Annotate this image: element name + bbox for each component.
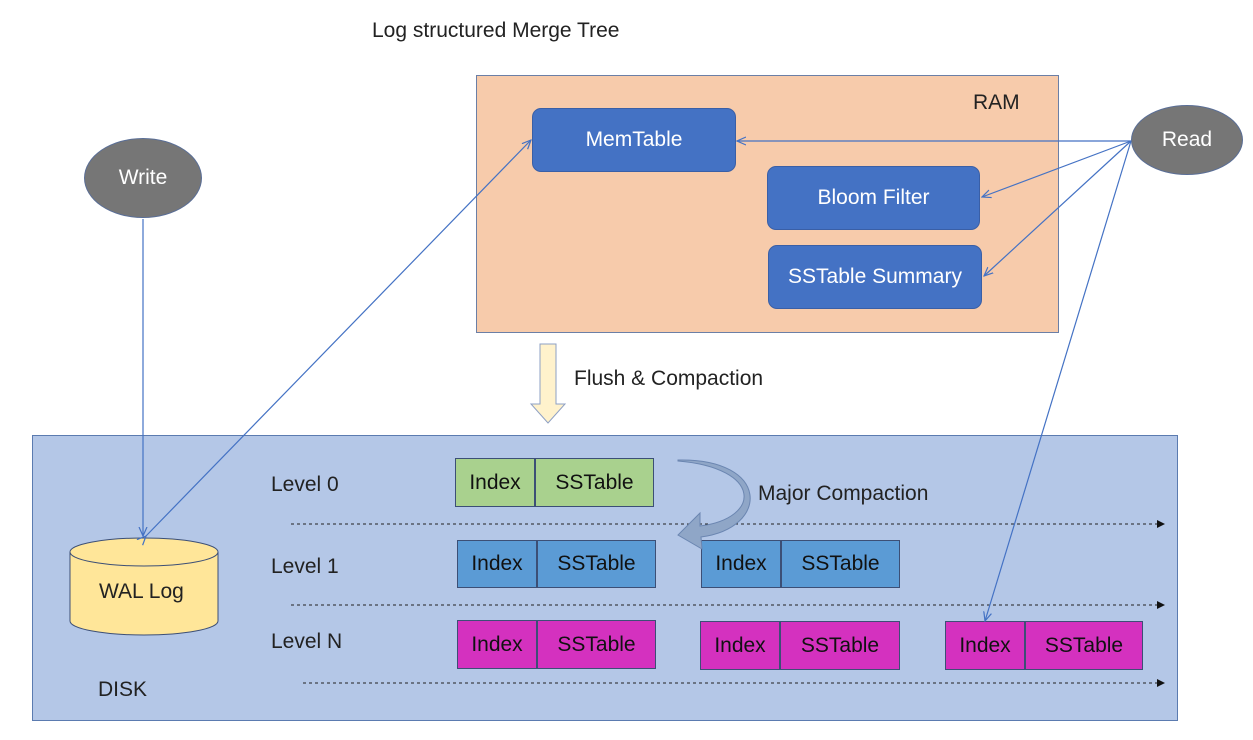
level-n-index-cell: Index	[700, 621, 780, 670]
read-to-summary-arrow	[984, 140, 1132, 276]
level-n-index-cell: Index	[457, 620, 537, 669]
level-0-sstable-cell: SSTable	[535, 458, 654, 507]
level-n-label: Level N	[271, 630, 343, 653]
flush-compaction-label: Flush & Compaction	[574, 367, 764, 390]
major-compaction-arrow	[677, 459, 751, 550]
read-node: Read	[1131, 105, 1243, 175]
wal-log-label: WAL Log	[99, 580, 184, 603]
level-1-sstable-cell: SSTable	[781, 540, 900, 588]
level-n-index-cell: Index	[945, 621, 1025, 670]
level-n-sstable-cell: SSTable	[780, 621, 900, 670]
disk-label: DISK	[98, 678, 148, 701]
level-n-sstable-cell: SSTable	[1025, 621, 1143, 670]
level-1-label: Level 1	[271, 555, 339, 578]
read-to-disk-arrow	[985, 140, 1132, 621]
level-n-sstable-cell: SSTable	[537, 620, 656, 669]
write-node: Write	[84, 138, 202, 218]
major-compaction-label: Major Compaction	[758, 482, 929, 505]
ram-label: RAM	[973, 91, 1020, 114]
level-1-index-cell: Index	[457, 540, 537, 588]
level-1-index-cell: Index	[701, 540, 781, 588]
level-1-sstable-cell: SSTable	[537, 540, 656, 588]
read-to-bloom-arrow	[982, 140, 1132, 197]
memtable-box: MemTable	[532, 108, 736, 172]
diagram-title: Log structured Merge Tree	[372, 19, 620, 42]
flush-arrow	[529, 343, 567, 424]
sstable-summary-box: SSTable Summary	[768, 245, 982, 309]
bloom-filter-box: Bloom Filter	[767, 166, 980, 230]
wal-memtable-arrow	[146, 140, 531, 536]
